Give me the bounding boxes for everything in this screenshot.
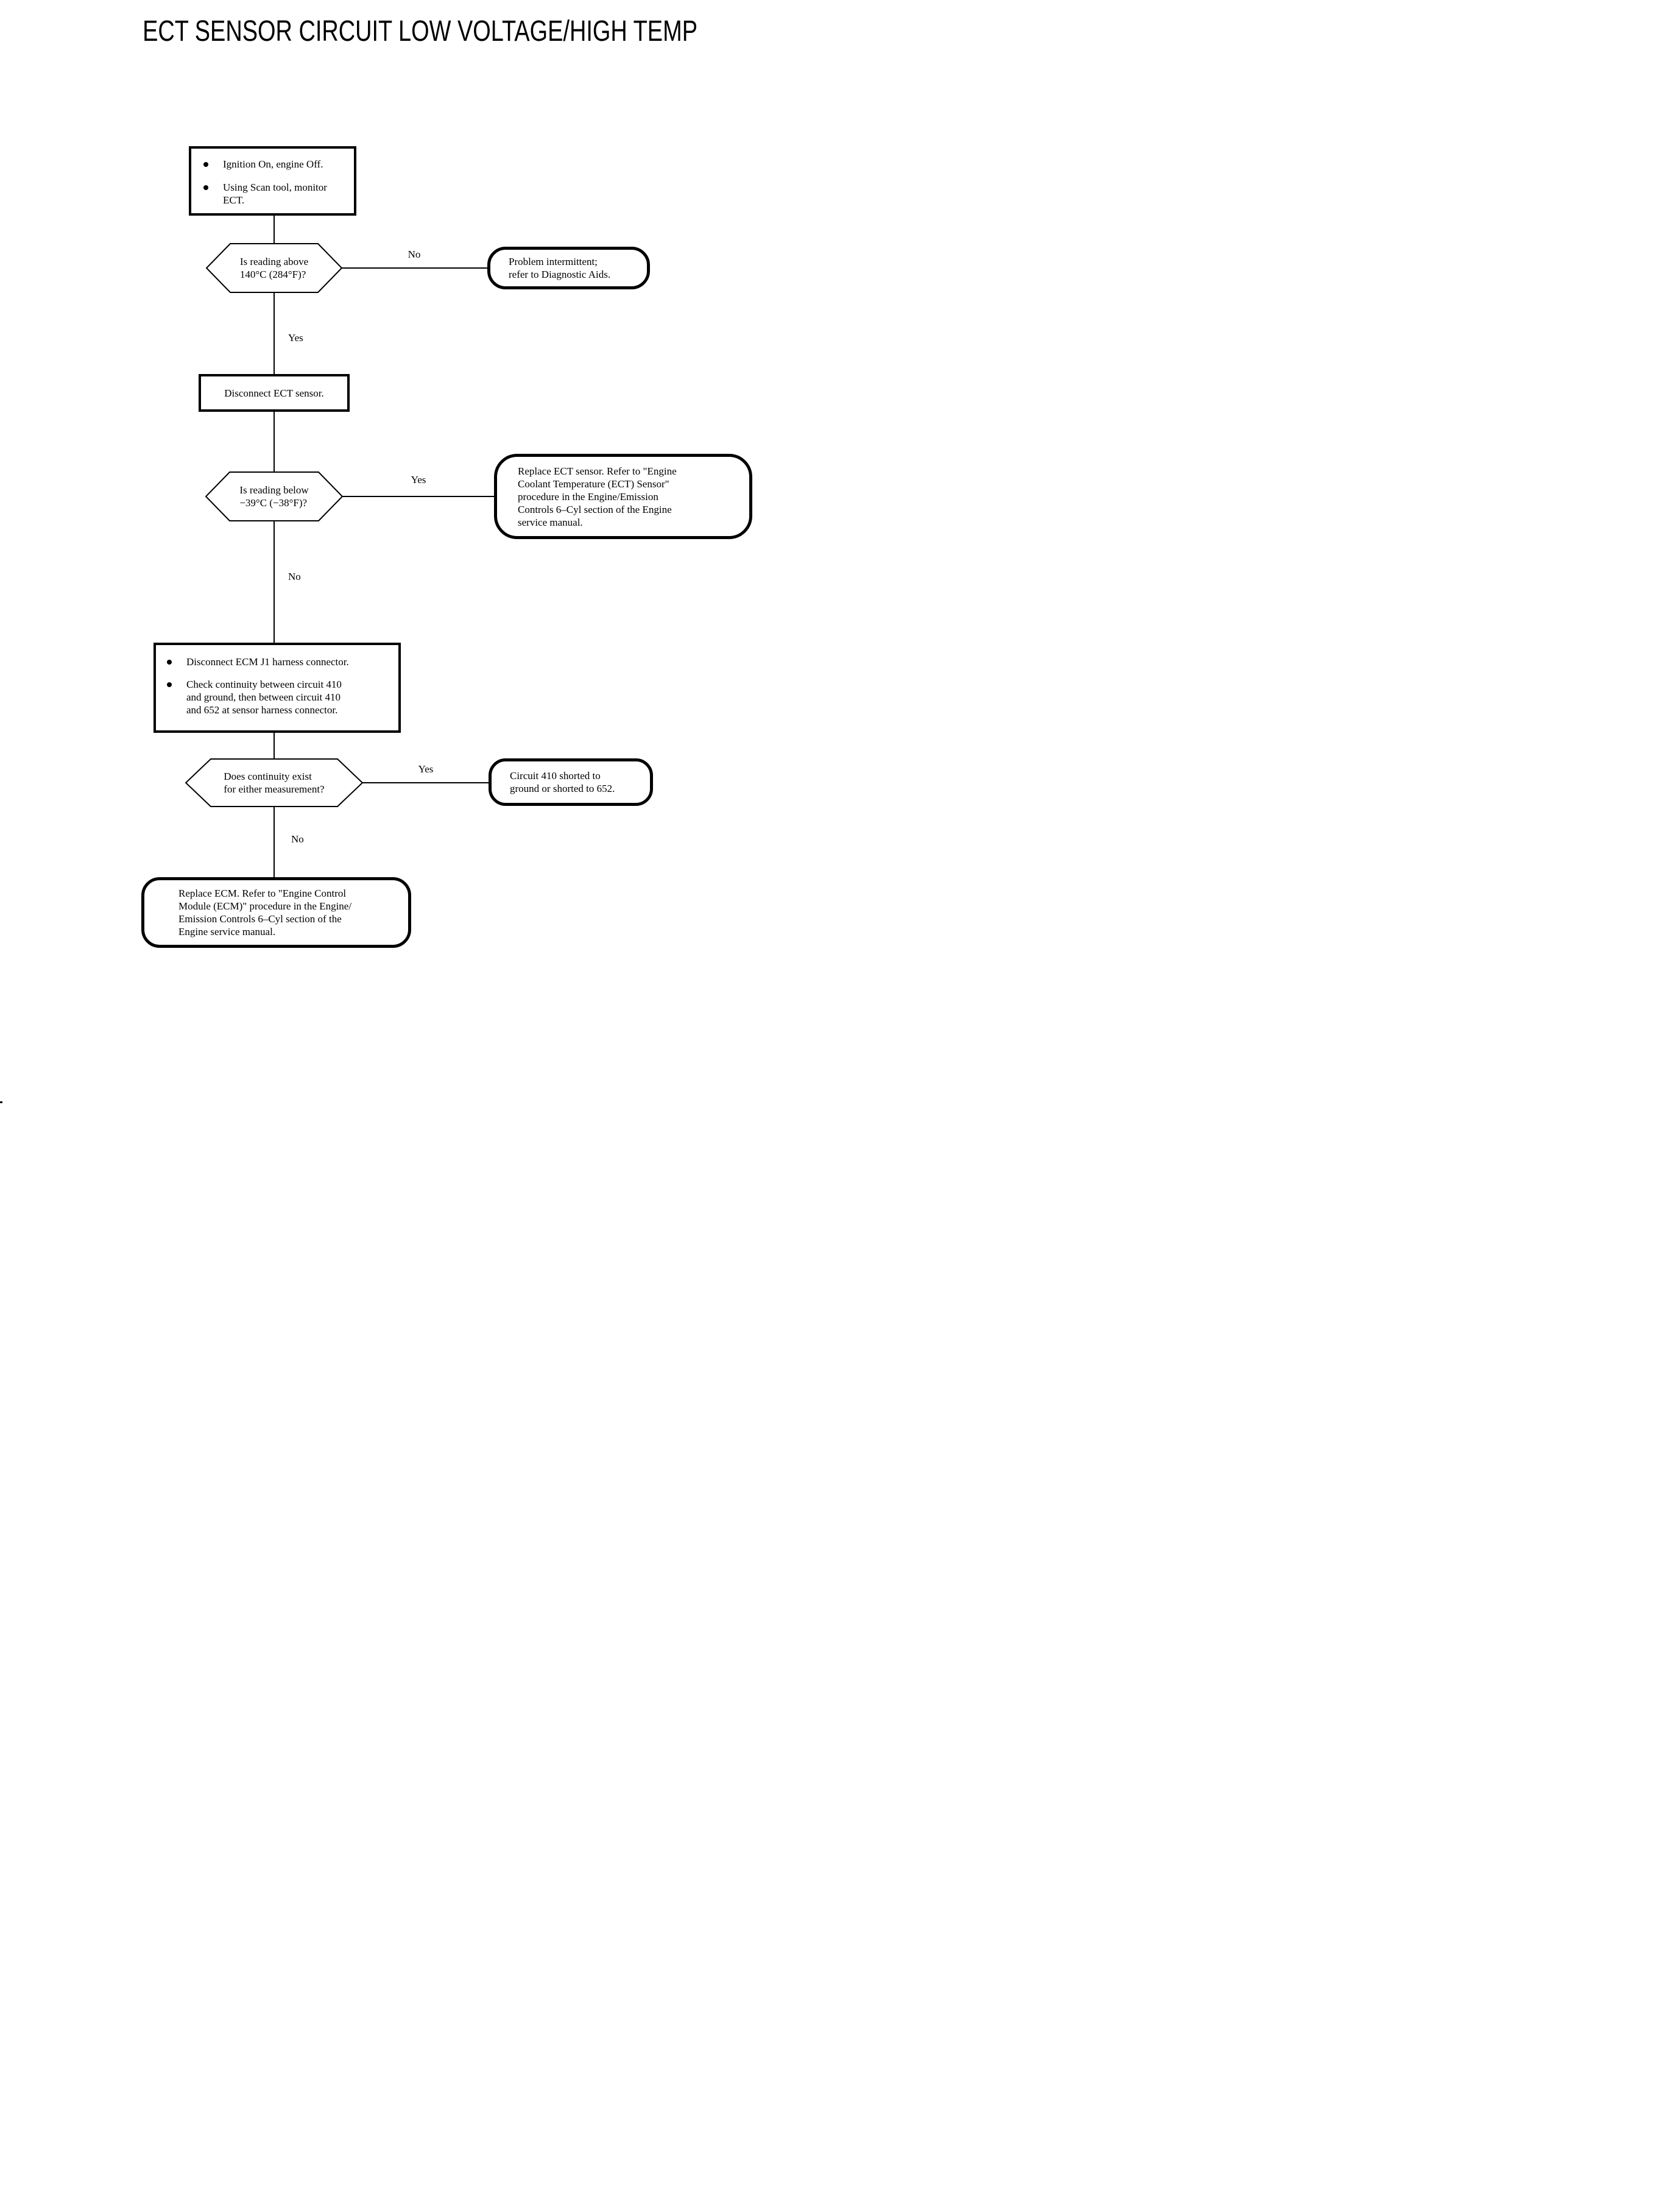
connector-decision1-to-step2 <box>274 292 275 375</box>
decision2-yes-label: Yes <box>411 474 426 485</box>
decision1-no-label: No <box>408 249 421 260</box>
connector-decision2-yes-branch <box>342 496 494 497</box>
hexagon-shape <box>205 471 343 521</box>
bullet-icon <box>203 162 208 167</box>
decision2-hexagon: Is reading below−39°C (−38°F)? <box>205 471 343 521</box>
connector-step2-to-decision2 <box>274 412 275 472</box>
list-item: Ignition On, engine Off. <box>203 158 349 171</box>
result-intermittent-terminal: Problem intermittent;refer to Diagnostic… <box>487 247 650 289</box>
decision2-no-label: No <box>288 571 301 582</box>
bullet-icon <box>167 682 172 687</box>
connector-step3-to-decision3 <box>274 733 275 759</box>
list-item-text: Ignition On, engine Off. <box>223 158 323 170</box>
disconnect-ect-text: Disconnect ECT sensor. <box>224 387 324 399</box>
disconnect-ect-step-box: Disconnect ECT sensor. <box>199 374 350 412</box>
flowchart-page: ECT SENSOR CIRCUIT LOW VOLTAGE/HIGH TEMP… <box>0 0 840 1105</box>
page-title-text: ECT SENSOR CIRCUIT LOW VOLTAGE/HIGH TEMP <box>143 15 697 48</box>
connector-start-to-decision1 <box>274 216 275 244</box>
scan-artifact-dot <box>0 1101 2 1103</box>
connector-decision3-to-result4 <box>274 807 275 878</box>
start-step-box: Ignition On, engine Off. Using Scan tool… <box>189 146 356 216</box>
page-title: ECT SENSOR CIRCUIT LOW VOLTAGE/HIGH TEMP <box>0 15 840 48</box>
result-intermittent-text: Problem intermittent;refer to Diagnostic… <box>509 256 611 280</box>
connector-decision3-yes-branch <box>362 782 489 783</box>
list-item: Disconnect ECM J1 harness connector. <box>167 655 394 668</box>
decision3-no-label: No <box>291 833 304 845</box>
connector-decision2-to-step3 <box>274 521 275 643</box>
list-item-text: Disconnect ECM J1 harness connector. <box>186 656 349 668</box>
bullet-icon <box>203 185 208 190</box>
bullet-icon <box>167 660 172 665</box>
connector-decision1-no-branch <box>341 267 487 269</box>
decision1-yes-label: Yes <box>288 332 303 344</box>
decision3-yes-label: Yes <box>418 763 434 775</box>
hexagon-shape <box>206 243 342 293</box>
hexagon-shape <box>185 758 363 807</box>
decision2-text: Is reading below−39°C (−38°F)? <box>239 484 309 509</box>
continuity-check-step-box: Disconnect ECM J1 harness connector. Che… <box>154 643 401 733</box>
